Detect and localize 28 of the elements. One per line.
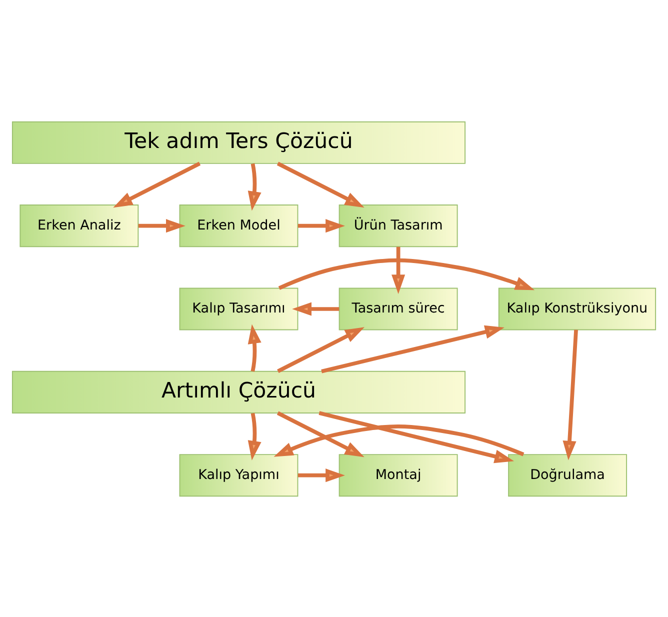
arrow [562, 329, 578, 460]
arrow [276, 410, 364, 457]
node-box: Erken Model [179, 204, 298, 247]
node-box: Artımlı Çözücü [12, 370, 466, 413]
node-box: Kalıp Tasarımı [179, 287, 298, 330]
arrow [276, 161, 364, 208]
arrow [277, 326, 364, 372]
arrow [248, 324, 262, 372]
arrow [298, 468, 345, 482]
node-box: Montaj [338, 454, 458, 496]
node-box: Ürün Tasarım [338, 204, 458, 247]
arrow [248, 162, 262, 210]
arrow [318, 410, 514, 463]
arrow [113, 161, 201, 208]
node-box: Tasarım sürec [338, 287, 458, 330]
node-box: Kalıp Konstrüksiyonu [498, 287, 656, 330]
node-box: Doğrulama [508, 454, 628, 496]
arrow [278, 258, 535, 290]
arrow [298, 218, 345, 232]
node-box: Erken Analiz [20, 204, 139, 247]
arrow [138, 218, 186, 232]
node-box: Kalıp Yapımı [179, 454, 298, 496]
arrow [321, 324, 504, 373]
arrow [248, 412, 262, 460]
node-box: Tek adım Ters Çözücü [12, 120, 466, 164]
arrow [274, 424, 524, 456]
arrow [292, 302, 340, 316]
arrow [392, 246, 406, 294]
